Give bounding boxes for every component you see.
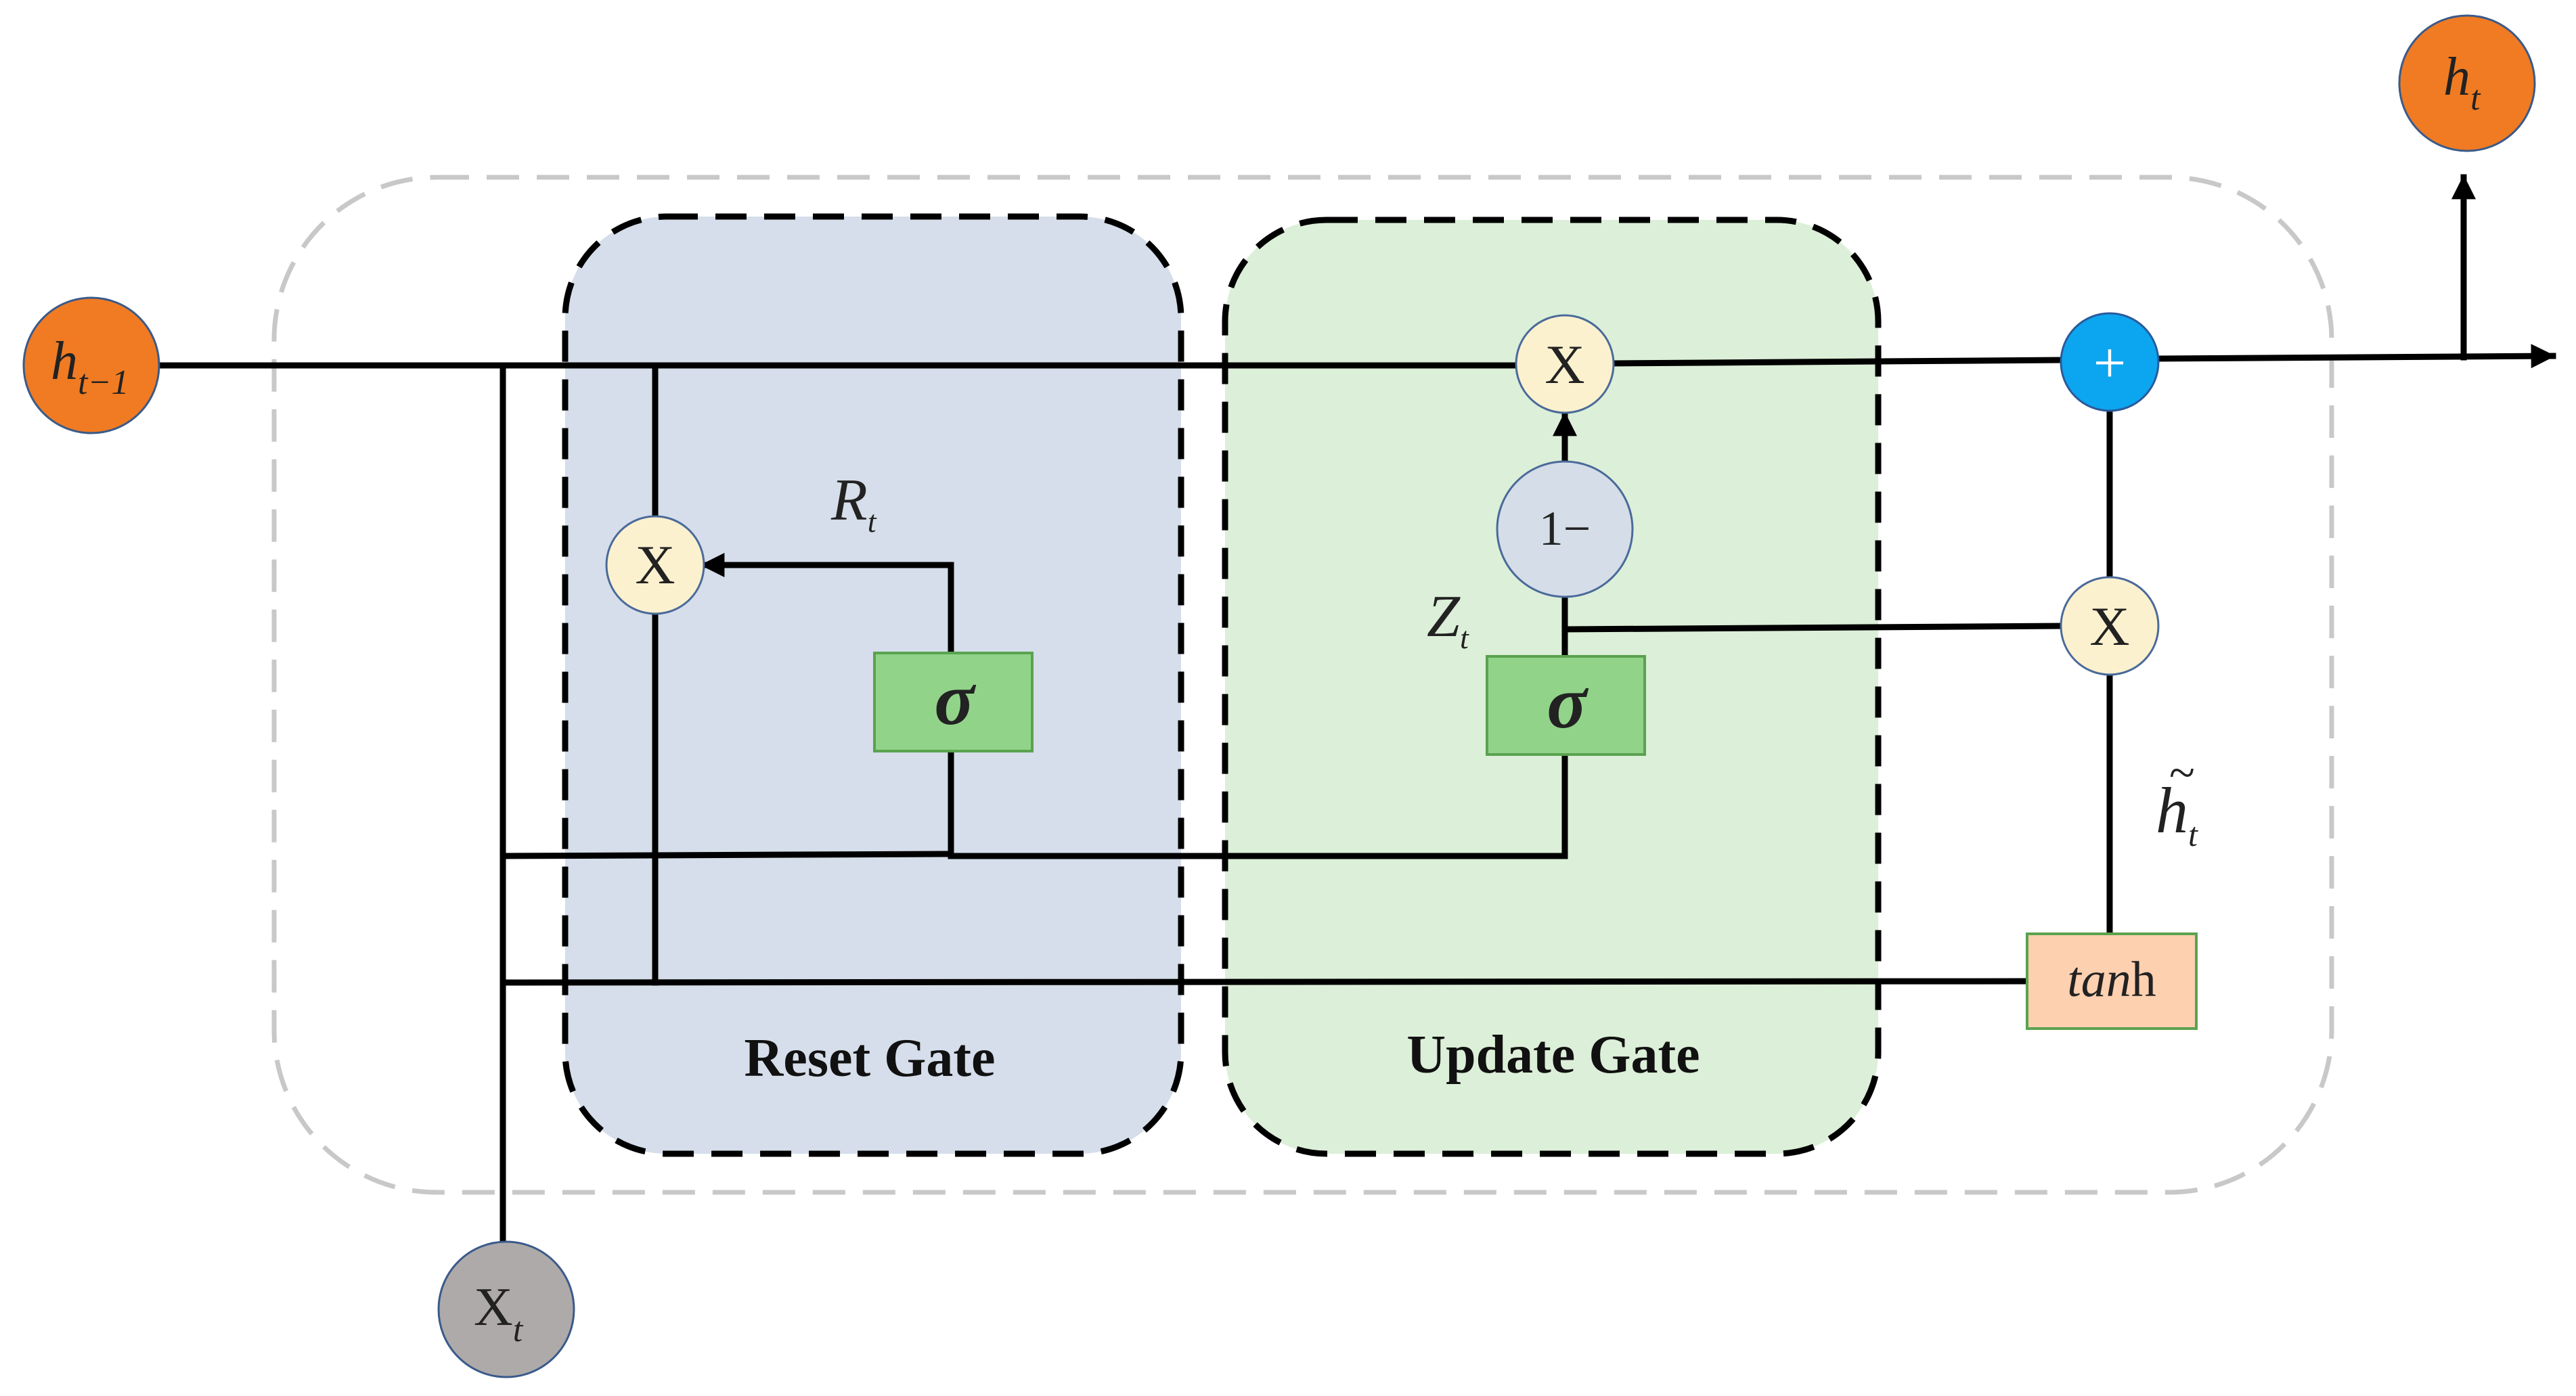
candidate-multiply-circle: [2060, 576, 2160, 676]
x-input-circle: [437, 1240, 575, 1378]
h-prev-circle: [22, 296, 160, 434]
plus-symbol: +: [2093, 330, 2127, 395]
reset-multiply-symbol: X: [635, 534, 675, 595]
h-tilde-mark: ~: [2169, 747, 2195, 799]
sigma-reset-rect: [873, 652, 1034, 752]
one-minus-circle: [1496, 460, 1634, 598]
svg-text:ht−1: ht−1: [51, 332, 129, 402]
svg-text:Xt: Xt: [474, 1278, 524, 1349]
one-minus-symbol: 1−: [1539, 501, 1591, 556]
plus-circle: [2060, 312, 2160, 412]
z-t-to-candidate-line: [1561, 623, 2066, 633]
svg-text:Rt: Rt: [830, 468, 877, 539]
h-tilde-base: h: [2156, 774, 2188, 847]
h-out-node: ht: [2398, 14, 2536, 152]
update-multiply-symbol: X: [1545, 334, 1584, 395]
plus-node: +: [2060, 312, 2160, 412]
h-out-subscript: t: [2470, 79, 2481, 118]
candidate-multiply-symbol: X: [2089, 595, 2129, 657]
sigma-reset-box: σ: [873, 652, 1034, 752]
z-t-subscript: t: [1460, 621, 1469, 655]
x-input-node: Xt: [437, 1240, 575, 1378]
one-minus-node: 1−: [1496, 460, 1634, 598]
update-to-plus-line: [1611, 357, 2066, 367]
tanh-italic: tan: [2067, 952, 2131, 1008]
candidate-multiply-node: X: [2060, 576, 2160, 676]
h-tilde-label-group: ~ ht: [2156, 747, 2198, 853]
r-t-subscript: t: [868, 504, 877, 539]
h-out-base: h: [2443, 47, 2470, 107]
h-tilde-subscript: t: [2188, 815, 2198, 853]
output-line: [2154, 344, 2556, 369]
x-to-tanh-line: [499, 978, 2030, 986]
h-out-circle: [2398, 14, 2536, 152]
r-t-line: [699, 553, 954, 656]
sigma-reset-symbol: σ: [934, 658, 976, 740]
h-prev-base: h: [51, 332, 78, 391]
update-multiply-node: X: [1515, 314, 1615, 414]
svg-text:ht: ht: [2156, 774, 2198, 853]
z-t-label: Z: [1427, 584, 1461, 650]
gru-cell-border: [271, 175, 2334, 1195]
svg-text:tanh: tanh: [2067, 952, 2156, 1008]
svg-text:ht: ht: [2443, 47, 2481, 118]
sigma-update-symbol: σ: [1547, 661, 1589, 744]
h-prev-node: ht−1: [22, 296, 160, 434]
connection-lines: [156, 174, 2556, 1245]
x-to-sigma-line: [499, 851, 954, 859]
sigma-update-rect: [1486, 655, 1646, 756]
reset-multiply-circle: [605, 515, 705, 615]
svg-text:Zt: Zt: [1427, 584, 1469, 655]
r-t-label: R: [830, 468, 868, 533]
tanh-box: tanh: [2026, 932, 2198, 1030]
tanh-rect: [2026, 932, 2198, 1030]
reset-gate-label: Reset Gate: [745, 1029, 996, 1088]
x-input-subscript: t: [513, 1311, 524, 1349]
h-prev-subscript: t−1: [78, 363, 129, 402]
update-multiply-circle: [1515, 314, 1615, 414]
update-gate-label: Update Gate: [1406, 1025, 1700, 1085]
reset-multiply-node: X: [605, 515, 705, 615]
tanh-regular: h: [2131, 952, 2156, 1008]
sigma-update-box: σ: [1486, 655, 1646, 756]
x-input-base: X: [474, 1278, 513, 1337]
